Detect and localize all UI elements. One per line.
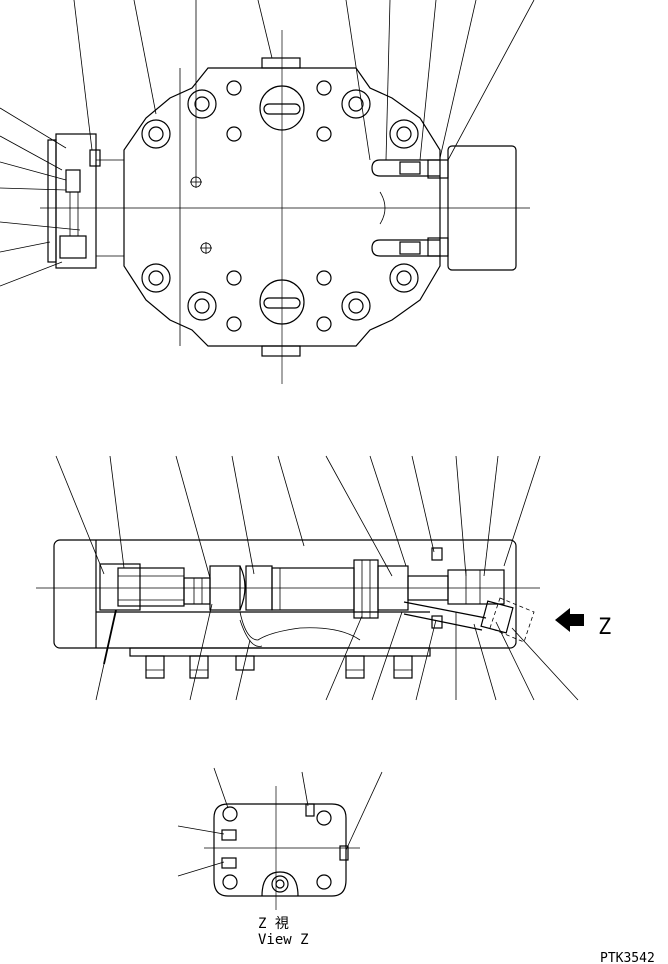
arrow-label: Z [598,615,611,640]
view-direction-arrow [555,608,584,632]
angled-sensor [403,597,535,643]
bolt-holes-large [141,89,419,321]
view-label-jp: Z 視 [258,916,289,932]
section-view: Z [36,455,611,701]
view-label-en: View Z [258,932,309,948]
drawing-code: PTK3542 [600,951,655,964]
top-view-leaders [0,0,535,287]
view-z: Z 視 View Z [177,767,383,948]
top-view [0,0,535,384]
bolt-holes-small [226,80,332,332]
section-leaders [55,455,579,701]
